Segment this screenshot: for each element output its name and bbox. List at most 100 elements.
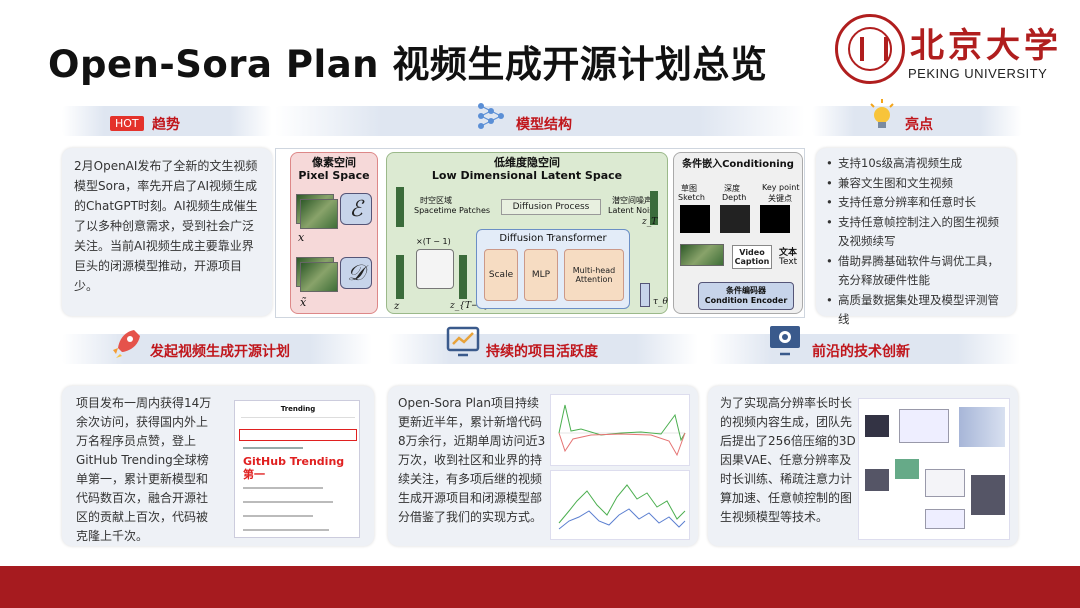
figure-block — [959, 407, 1005, 447]
launch-text: 项目发布一周内获得14万余次访问，获得国内外上万名程序员点赞，登上GitHub … — [76, 396, 212, 543]
activity-text: Open-Sora Plan项目持续更新近半年，累计新增代码8万余行，近期单周访… — [398, 396, 546, 524]
university-logo-en: PEKING UNIVERSITY — [908, 66, 1048, 81]
activity-line-chart-2 — [550, 470, 690, 540]
zt1-bar — [459, 255, 467, 299]
activity-line-chart-1 — [550, 394, 690, 466]
text-cn: 文本 — [779, 248, 798, 258]
sketch-en: Sketch — [678, 193, 705, 202]
rocket-icon — [110, 326, 142, 360]
page-title: Open-Sora Plan 视频生成开源计划总览 — [48, 43, 768, 86]
cond-enc-cn: 条件编码器 — [726, 286, 766, 295]
model-diagram: 像素空间 Pixel Space x ℰ x̃ 𝒟 低维度隐空间 Low Dim… — [275, 148, 805, 318]
attention-block: Multi-head Attention — [564, 249, 624, 301]
highlight-item: 高质量数据集处理及模型评测管线 — [824, 291, 1010, 330]
zt1-label: z_{T−1} — [450, 301, 490, 311]
sketch-cn: 草图 — [681, 184, 697, 193]
highlights-header-bar — [812, 106, 1022, 136]
highlight-item: 支持任意帧控制注入的图生视频及视频续写 — [824, 213, 1010, 252]
keypoint-cn: 关键点 — [768, 194, 792, 203]
figure-block — [971, 475, 1005, 515]
innovation-heading: 前沿的技术创新 — [812, 344, 910, 360]
footer-bar — [0, 566, 1080, 608]
repeat-block — [416, 249, 454, 289]
pixel-space-cn: 像素空间 — [312, 156, 356, 169]
model-heading: 模型结构 — [516, 117, 572, 133]
innovation-header-bar — [710, 334, 1020, 364]
zt-label: z_T — [642, 217, 658, 227]
output-video-frames-back — [300, 262, 338, 292]
decoder-box: 𝒟 — [340, 257, 372, 289]
depth-thumb — [720, 205, 750, 233]
activity-card: Open-Sora Plan项目持续更新近半年，累计新增代码8万余行，近期单周访… — [388, 386, 698, 546]
cond-enc-en: Condition Encoder — [704, 296, 788, 305]
latent-noise-en: Latent Noise — [608, 206, 659, 215]
figure-block — [925, 469, 965, 497]
neural-network-icon — [476, 100, 506, 132]
latent-patches-bar — [396, 187, 404, 227]
university-seal-icon — [835, 14, 905, 84]
highlight-item: 借助昇腾基础软件与调优工具，充分释放硬件性能 — [824, 252, 1010, 291]
figure-block — [895, 459, 919, 479]
trend-heading: 趋势 — [152, 117, 180, 133]
launch-heading: 发起视频生成开源计划 — [150, 344, 290, 360]
pixel-space-en: Pixel Space — [298, 169, 370, 182]
video-caption-box: Video Caption — [732, 245, 772, 269]
launch-header-bar — [62, 334, 372, 364]
latent-noise-bar — [650, 191, 658, 225]
activity-header-bar — [388, 334, 698, 364]
trending-highlight-box — [239, 429, 357, 441]
university-logo-cn: 北京大学 — [910, 26, 1062, 66]
tau-bar — [640, 283, 650, 307]
architecture-figure — [858, 398, 1010, 540]
z-bar — [396, 255, 404, 299]
z-label: z — [394, 301, 400, 312]
latent-space-en: Low Dimensional Latent Space — [431, 169, 623, 182]
latent-space-cn: 低维度隐空间 — [494, 156, 560, 169]
figure-block — [865, 469, 889, 491]
diffusion-process-box: Diffusion Process — [501, 199, 601, 215]
github-trending-screenshot: Trending GitHub Trending 第一 — [234, 400, 360, 538]
highlight-item: 支持10s级高清视频生成 — [824, 154, 1010, 174]
x-hat-label: x̃ — [300, 296, 307, 309]
tau-label: τ_θ — [653, 297, 668, 307]
tech-settings-icon — [768, 324, 802, 358]
model-header-bar — [275, 106, 805, 136]
hot-badge: HOT — [110, 112, 144, 131]
condition-video-thumb — [680, 244, 724, 266]
highlights-heading: 亮点 — [905, 117, 933, 133]
mlp-block: MLP — [524, 249, 558, 301]
highlights-list: 支持10s级高清视频生成 兼容文生图和文生视频 支持任意分辨率和任意时长 支持任… — [816, 148, 1016, 330]
spacetime-en: Spacetime Patches — [414, 206, 491, 215]
launch-card: 项目发布一周内获得14万余次访问，获得国内外上万名程序员点赞，登上GitHub … — [62, 386, 374, 546]
keypoint-en: Key point — [762, 183, 800, 192]
figure-block — [865, 415, 889, 437]
highlight-item: 支持任意分辨率和任意时长 — [824, 193, 1010, 213]
innovation-card: 为了实现高分辨率长时长的视频内容生成，团队先后提出了256倍压缩的3D因果VAE… — [708, 386, 1018, 546]
figure-block — [925, 509, 965, 529]
spacetime-cn: 时空区域 — [420, 196, 452, 205]
encoder-box: ℰ — [340, 193, 372, 225]
x-label: x — [298, 231, 305, 244]
conditioning-title: 条件嵌入Conditioning — [682, 159, 794, 170]
times-label: ×(T − 1) — [416, 237, 451, 246]
input-video-frames-back — [300, 199, 338, 229]
innovation-text: 为了实现高分辨率长时长的视频内容生成，团队先后提出了256倍压缩的3D因果VAE… — [720, 396, 856, 524]
condition-encoder-box — [698, 282, 794, 310]
highlights-card: 支持10s级高清视频生成 兼容文生图和文生视频 支持任意分辨率和任意时长 支持任… — [816, 148, 1016, 326]
latent-noise-cn: 潜空间噪声 — [612, 196, 652, 205]
text-en: Text — [779, 257, 798, 267]
highlight-item: 兼容文生图和文生视频 — [824, 174, 1010, 194]
dit-title: Diffusion Transformer — [499, 233, 607, 244]
depth-cn: 深度 — [724, 184, 740, 193]
activity-heading: 持续的项目活跃度 — [486, 344, 598, 360]
scale-block: Scale — [484, 249, 518, 301]
figure-block — [899, 409, 949, 443]
trend-card: 2月OpenAI发布了全新的文生视频模型Sora，率先开启了AI视频生成的Cha… — [62, 148, 272, 316]
keypoint-thumb — [760, 205, 790, 233]
trending-page-title: Trending — [280, 405, 316, 413]
depth-en: Depth — [722, 193, 747, 202]
lightbulb-icon — [868, 98, 896, 132]
trend-text: 2月OpenAI发布了全新的文生视频模型Sora，率先开启了AI视频生成的Cha… — [74, 159, 258, 293]
sketch-thumb — [680, 205, 710, 233]
trend-chart-icon — [446, 326, 480, 358]
